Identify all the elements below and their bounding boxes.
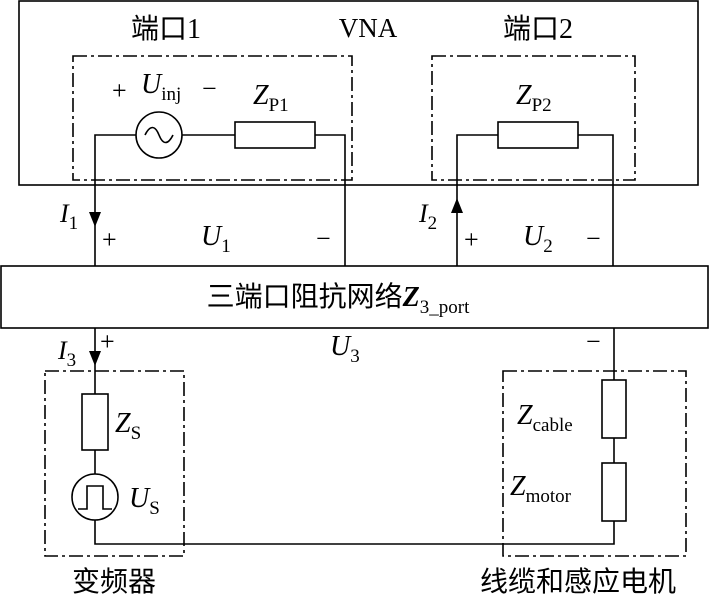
zp1-resistor (234, 121, 316, 149)
port2-wire-left (456, 134, 498, 266)
u1-plus: + (102, 225, 117, 254)
port1-title: 端口1 (131, 13, 201, 45)
i1-label: I1 (59, 199, 78, 234)
i3-label: I3 (57, 336, 76, 371)
u3-plus: + (100, 327, 115, 356)
load-dashed-box (502, 370, 687, 557)
uinj-plus: + (112, 76, 127, 105)
u2-plus: + (464, 225, 479, 254)
bottom-return-wire (94, 520, 615, 545)
pulse-source-icon (71, 473, 119, 521)
u2-label: U2 (523, 221, 553, 257)
port1-wire-right (315, 134, 346, 266)
i2-label: I2 (418, 199, 437, 234)
zs-resistor (81, 393, 109, 451)
vna-label: VNA (339, 13, 398, 43)
zp2-label: ZP2 (516, 80, 552, 116)
inverter-caption: 变频器 (72, 566, 156, 598)
u3-label: U3 (330, 331, 360, 367)
zp1-label: ZP1 (253, 80, 289, 116)
zp2-resistor (497, 121, 579, 149)
zcable-label: Zcable (517, 400, 573, 436)
uinj-minus: − (202, 74, 217, 103)
load-caption: 线缆和感应电机 (480, 566, 676, 598)
inverter-dashed-box (44, 370, 185, 557)
us-label: US (129, 483, 160, 519)
zs-label: ZS (115, 408, 141, 444)
port2-dashed-box (431, 55, 636, 181)
port1-dashed-box (72, 55, 353, 181)
u1-minus: − (316, 224, 331, 253)
pulse-wave (78, 485, 112, 510)
network-box (0, 265, 709, 329)
zcable-resistor (601, 379, 627, 439)
vna-box (18, 0, 699, 186)
i1-arrow-icon (89, 212, 101, 227)
uinj-label: Uinj (141, 69, 181, 105)
i2-arrow-icon (451, 198, 463, 213)
zmotor-resistor (601, 462, 627, 522)
u2-minus: − (586, 224, 601, 253)
network-label: 三端口阻抗网络Z3_port (207, 281, 470, 318)
sine-wave (144, 126, 174, 144)
port2-wire-right (578, 134, 614, 266)
i3-arrow-icon (89, 351, 101, 366)
port2-title: 端口2 (503, 13, 573, 45)
zmotor-label: Zmotor (510, 471, 572, 507)
u3-minus: − (586, 327, 601, 356)
u1-label: U1 (201, 221, 231, 257)
